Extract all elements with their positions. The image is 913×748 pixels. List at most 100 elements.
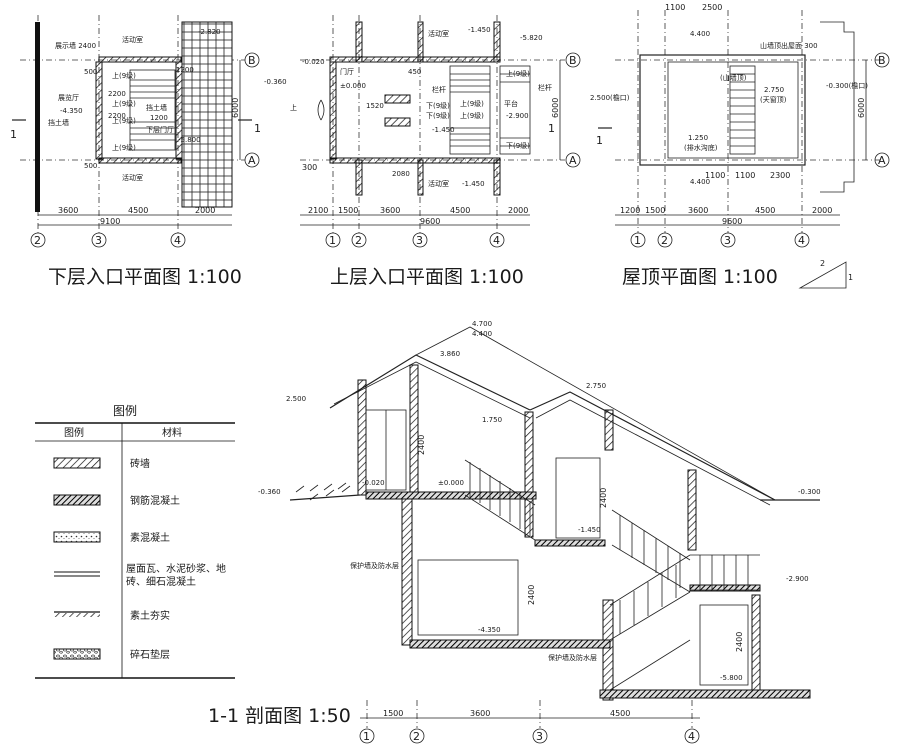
lp-w1200: 1200 <box>176 66 194 74</box>
rp-dim-3600: 3600 <box>688 206 708 215</box>
rp-drain: (排水沟底) <box>684 143 718 152</box>
slope-rise: 2 <box>820 259 825 268</box>
up-level-2: -5.820 <box>520 34 543 42</box>
sec-level-7: -0.020 <box>362 479 385 487</box>
up-level-8: -1.450 <box>462 180 485 188</box>
lp-dim-total: 9100 <box>100 217 120 226</box>
sec-dim-4500: 4500 <box>610 709 630 718</box>
rp-level-4: 4.400 <box>690 178 710 186</box>
up-dim-side-left: 300 <box>302 163 317 172</box>
sec-level-2: 4.400 <box>472 330 492 338</box>
lp-flight-4: 上(9级) <box>112 143 136 152</box>
up-dim-4500: 4500 <box>450 206 470 215</box>
up-room-top: 活动室 <box>428 29 449 38</box>
lp-level-2: -4.350 <box>60 107 83 115</box>
rp-dim-total: 9600 <box>722 217 742 226</box>
up-f1: 上(9级) <box>506 69 530 78</box>
sec-height-3: 2400 <box>527 585 536 605</box>
sec-dim-3600: 3600 <box>470 709 490 718</box>
up-f6: 下(9级) <box>506 141 530 150</box>
lp-section-mark-left: 1 <box>10 128 17 141</box>
up-section-mark: 1 <box>548 122 555 135</box>
legend-symbol-brick <box>53 457 101 469</box>
lp-flight-2: 上(9级) <box>112 99 136 108</box>
sec-level-6: 1.750 <box>482 416 502 424</box>
legend-label-finish: 屋面瓦、水泥砂浆、地砖、细石混凝土 <box>126 564 226 588</box>
rp-eave-right: -0.300(檐口) <box>826 81 868 90</box>
up-level-5: -0.020 <box>302 58 325 66</box>
legend-symbol-rc <box>53 494 101 506</box>
up-door: 门厅 <box>340 67 354 76</box>
legend-label-rc: 钢筋混凝土 <box>130 494 180 507</box>
sec-level-14: -5.800 <box>720 674 743 682</box>
lp-rail-note: 展示墙 2400 <box>55 41 96 50</box>
up-f3: 下(9级) <box>426 111 450 120</box>
lp-flight-1: 上(9级) <box>112 71 136 80</box>
sec-height-2: 2400 <box>599 488 608 508</box>
lp-section-mark-right: 1 <box>254 122 261 135</box>
lp-dim-stair-3: 2200 <box>108 112 126 120</box>
section-1-1: 1 2 3 4 1500 3600 4500 2400 2400 2400 24… <box>208 320 821 744</box>
up-axis-1: 1 <box>329 234 336 247</box>
sec-level-1: 4.700 <box>472 320 492 328</box>
rp-dim-top-1: 1100 <box>665 3 685 12</box>
lower-plan-caption: 下层入口平面图 1:100 <box>48 266 242 288</box>
roof-right <box>529 391 776 501</box>
up-dim-2000: 2000 <box>508 206 528 215</box>
rp-axis-1: 1 <box>634 234 641 247</box>
roof-plan-caption: 屋顶平面图 1:100 <box>622 266 778 288</box>
legend-label-brick: 砖墙 <box>130 457 150 470</box>
up-dim-total: 9600 <box>420 217 440 226</box>
rp-level-1: 4.400 <box>690 30 710 38</box>
sec-axis-4: 4 <box>688 730 695 743</box>
legend-symbol-gravel <box>53 648 101 660</box>
up-level-6: -1.450 <box>432 126 455 134</box>
up-w1520: 1520 <box>366 102 384 110</box>
lp-level-1: -2.820 <box>198 28 221 36</box>
roof-ridge-line <box>415 326 776 501</box>
lp-dim-stair-4: 500 <box>84 162 97 170</box>
sec-level-9: -0.360 <box>258 488 281 496</box>
axis-2: 2 <box>34 234 41 247</box>
legend-symbol-earth <box>54 611 100 617</box>
rp-dim-mid-1: 1100 <box>705 171 725 180</box>
lp-room-top: 活动室 <box>122 35 143 44</box>
up-dim-1500: 1500 <box>338 206 358 215</box>
up-f4: 上(9级) <box>460 111 484 120</box>
rp-level-3: 1.250 <box>688 134 708 142</box>
axis-B: B <box>248 54 256 67</box>
upper-plan-caption: 上层入口平面图 1:100 <box>330 266 524 288</box>
rp-section-mark: 1 <box>596 134 603 147</box>
tiled-zone <box>181 21 233 208</box>
up-level-3: ±0.000 <box>340 82 366 90</box>
up-level-1: -1.450 <box>468 26 491 34</box>
lp-dim-stair-2: 2200 <box>108 90 126 98</box>
up-up: 上 <box>290 103 297 112</box>
up-dim-3600: 3600 <box>380 206 400 215</box>
axis-A: A <box>248 154 256 167</box>
up-dim-side: 6000 <box>551 98 560 118</box>
rp-axis-4: 4 <box>798 234 805 247</box>
legend-label-earth: 素土夯实 <box>130 609 170 622</box>
sec-level-4: 2.750 <box>586 382 606 390</box>
rp-axis-3: 3 <box>724 234 731 247</box>
rp-dim-2000: 2000 <box>812 206 832 215</box>
rp-eave-left: 2.500(檐口) <box>590 93 630 102</box>
upper-plan: 1 2 3 4 B A 2100 15 <box>264 15 581 288</box>
up-axis-4: 4 <box>493 234 500 247</box>
sec-axis-1: 1 <box>363 730 370 743</box>
rp-level-2: 2.750 <box>764 86 784 94</box>
sec-axis-2: 2 <box>413 730 420 743</box>
lp-dim-2000: 2000 <box>195 206 215 215</box>
up-level-7: -2.900 <box>506 112 529 120</box>
sec-level-10: -0.300 <box>798 488 821 496</box>
legend-symbol-concrete <box>53 531 101 543</box>
rp-axis-A: A <box>878 154 886 167</box>
roof-plan: 1 2 3 4 B A 1200 1500 3600 4500 2000 960… <box>590 3 890 289</box>
sec-level-3: 3.860 <box>440 350 460 358</box>
sec-height-1: 2400 <box>417 435 426 455</box>
rp-skylight: 山墙顶出屋面 300 <box>760 41 818 50</box>
rp-dim-1500: 1500 <box>645 206 665 215</box>
sec-level-5: 2.500 <box>286 395 306 403</box>
